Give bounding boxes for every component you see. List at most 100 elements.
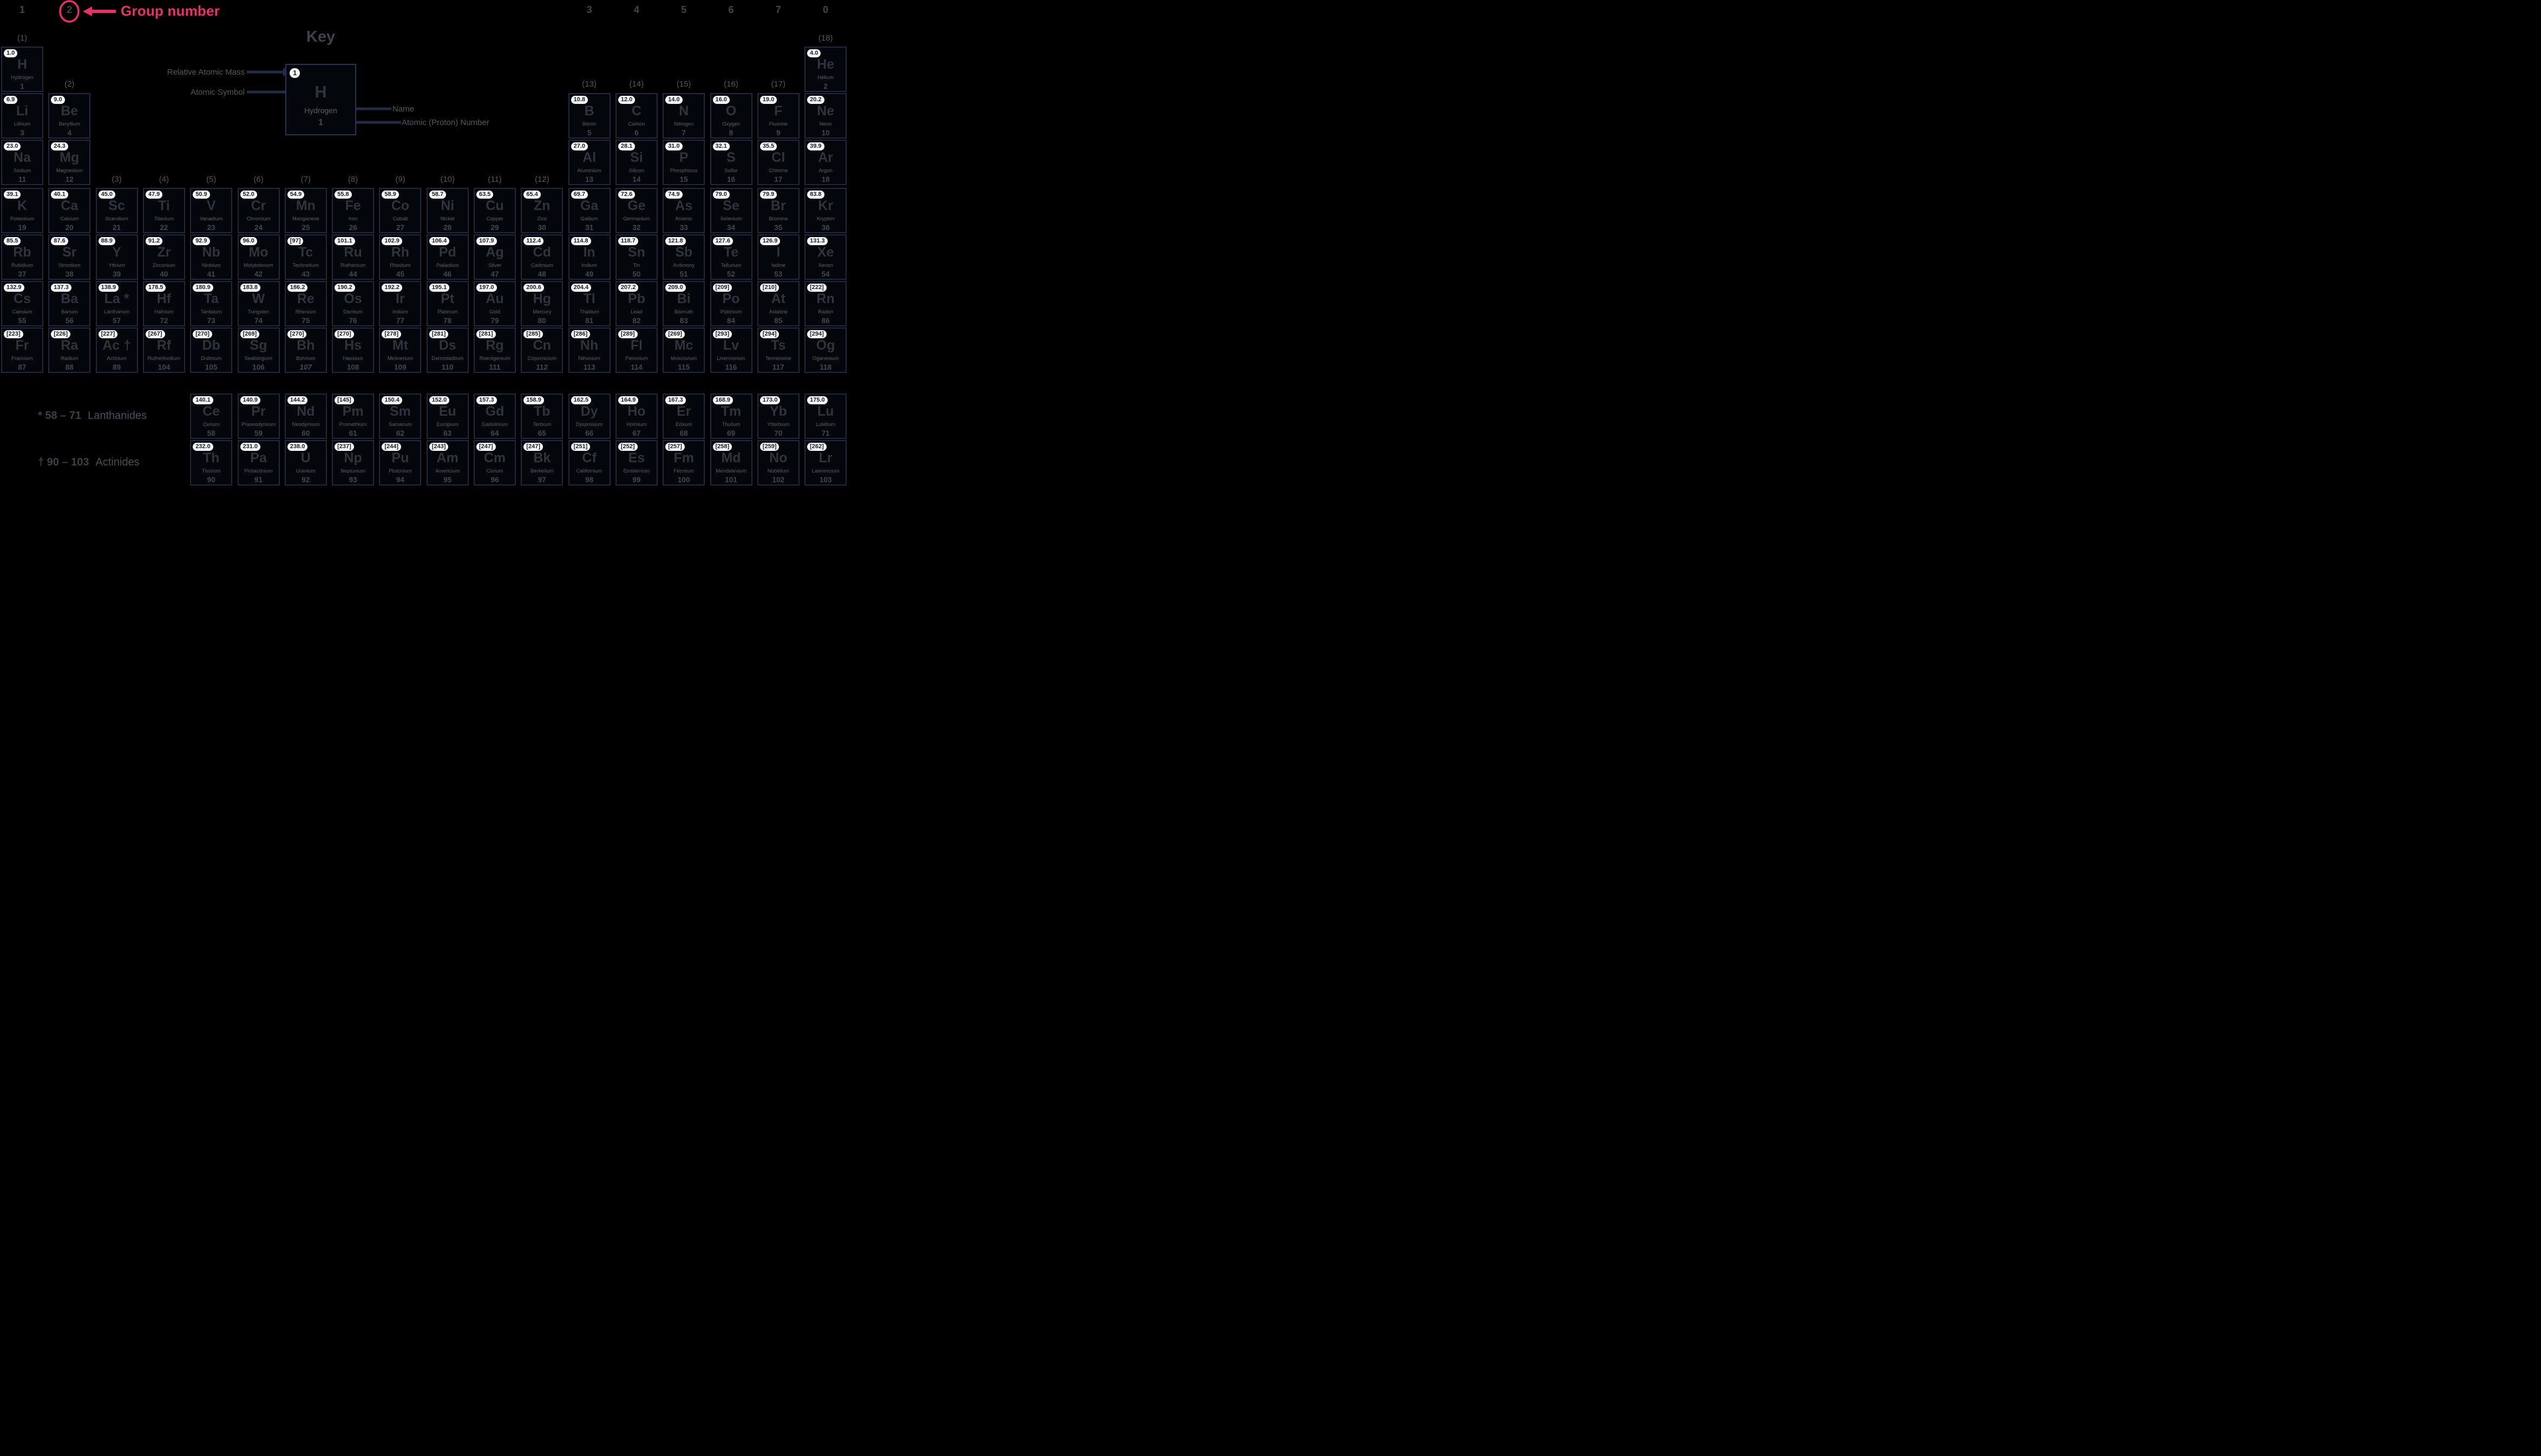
atomic-symbol: S xyxy=(726,150,736,165)
atomic-symbol: Th xyxy=(202,450,220,465)
atomic-number: 15 xyxy=(679,175,688,183)
relative-atomic-mass: 96.0 xyxy=(240,237,257,246)
element-name: Aluminium xyxy=(577,168,601,174)
relative-atomic-mass: 58.7 xyxy=(429,191,447,199)
atomic-number: 35 xyxy=(774,224,783,232)
relative-atomic-mass: [262] xyxy=(807,443,827,451)
element-name: Gallium xyxy=(580,216,598,222)
relative-atomic-mass: 118.7 xyxy=(618,237,638,246)
atomic-symbol: Ti xyxy=(158,198,170,213)
atomic-number: 20 xyxy=(65,224,74,232)
relative-atomic-mass: 24.3 xyxy=(51,142,68,151)
atomic-number: 95 xyxy=(443,476,452,484)
atomic-symbol: Na xyxy=(14,150,31,165)
relative-atomic-mass: [258] xyxy=(712,443,732,451)
atomic-symbol: Sb xyxy=(675,245,693,260)
atomic-number: 29 xyxy=(490,224,499,232)
element-name: Bismuth xyxy=(674,309,693,315)
atomic-number: 39 xyxy=(113,270,121,278)
atomic-symbol: Sr xyxy=(62,245,77,260)
atomic-symbol: Er xyxy=(676,404,691,419)
relative-atomic-mass: 158.9 xyxy=(523,396,544,405)
atomic-number: 46 xyxy=(443,270,452,278)
key-atomic-number: 1 xyxy=(318,118,323,127)
relative-atomic-mass: 23.0 xyxy=(4,142,21,151)
key-label-name: Name xyxy=(392,104,415,114)
atomic-number: 28 xyxy=(443,224,452,232)
relative-atomic-mass: [286] xyxy=(571,330,591,339)
top-group-number-2: 2 xyxy=(67,4,73,15)
atomic-number: 109 xyxy=(394,363,407,371)
relative-atomic-mass: [145] xyxy=(335,396,354,405)
atomic-symbol: Gd xyxy=(485,404,505,419)
atomic-symbol: Po xyxy=(722,291,740,306)
paren-group-label-2: (2) xyxy=(64,80,75,89)
atomic-number: 113 xyxy=(583,363,595,371)
paren-group-label-6: (6) xyxy=(253,175,264,184)
atomic-symbol: Mc xyxy=(674,338,693,353)
element-name: Americium xyxy=(435,468,460,474)
atomic-number: 56 xyxy=(65,317,74,325)
atomic-number: 32 xyxy=(632,224,641,232)
paren-group-label-9: (9) xyxy=(395,175,405,184)
element-name: Sulfur xyxy=(724,168,738,174)
atomic-number: 50 xyxy=(632,270,641,278)
atomic-number: 34 xyxy=(726,224,736,232)
element-name: Terbium xyxy=(533,422,552,428)
relative-atomic-mass: 1.0 xyxy=(4,49,18,58)
element-name: Zinc xyxy=(537,216,547,222)
atomic-symbol: Nh xyxy=(580,338,599,353)
atomic-number: 116 xyxy=(725,363,737,371)
atomic-number: 45 xyxy=(396,270,404,278)
atomic-number: 14 xyxy=(632,175,641,183)
relative-atomic-mass: [243] xyxy=(429,443,449,451)
element-name: Beryllium xyxy=(58,121,80,127)
element-name: Indium xyxy=(581,263,597,268)
atomic-number: 102 xyxy=(772,476,785,484)
relative-atomic-mass: 127.6 xyxy=(712,237,734,246)
atomic-number: 41 xyxy=(207,270,215,278)
element-name: Rubidium xyxy=(11,263,34,268)
relative-atomic-mass: 209.0 xyxy=(665,284,686,292)
element-name: Oganesson xyxy=(812,356,839,362)
atomic-symbol: Dy xyxy=(580,404,598,419)
atomic-symbol: La * xyxy=(104,291,129,306)
element-name: Praseodymium xyxy=(241,422,276,428)
element-name: Manganese xyxy=(292,216,319,222)
atomic-number: 23 xyxy=(207,224,215,232)
atomic-symbol: Cn xyxy=(533,338,551,353)
element-name: Francium xyxy=(11,356,33,362)
element-name: Thallium xyxy=(579,309,599,315)
relative-atomic-mass: [269] xyxy=(665,330,685,339)
element-name: Neon xyxy=(819,121,832,127)
element-name: Silicon xyxy=(628,168,644,174)
atomic-symbol: C xyxy=(631,103,641,119)
atomic-number: 37 xyxy=(18,270,27,278)
relative-atomic-mass: 137.3 xyxy=(51,284,71,292)
key-title: Key xyxy=(306,28,336,45)
atomic-symbol: Ru xyxy=(344,245,362,260)
relative-atomic-mass: 107.9 xyxy=(476,237,497,246)
atomic-symbol: Ce xyxy=(202,404,220,419)
element-name: Iridium xyxy=(392,309,408,315)
